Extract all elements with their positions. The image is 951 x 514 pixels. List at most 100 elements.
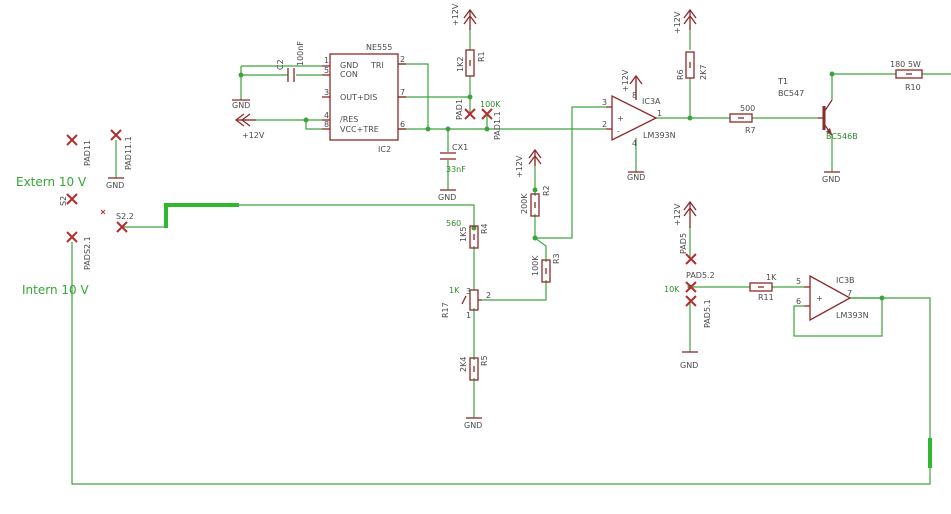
pad1-value: 100K <box>480 100 501 109</box>
ne555-pin-con: CON <box>340 70 358 79</box>
ic3a-pin4: 4 <box>632 139 637 148</box>
ic3a-type: LM393N <box>643 131 676 140</box>
r11-value: 1K <box>766 273 777 282</box>
ne555-pin-outdis: OUT+DIS <box>340 93 377 102</box>
ne555-pin-res: /RES <box>340 115 358 124</box>
ne555-num-8: 8 <box>324 120 329 129</box>
supply-label-left: +12V <box>242 131 265 140</box>
cx1-value: 33nF <box>446 165 466 174</box>
r6-value: 2K7 <box>699 65 708 80</box>
pad1-mark <box>464 108 493 120</box>
junction-dots <box>238 71 885 301</box>
ne555-pin-vcc: VCC+TRE <box>340 125 379 134</box>
ic3a-plus: + <box>617 114 624 123</box>
wires <box>71 28 951 485</box>
ic3a-minus: - <box>617 127 620 136</box>
r17-value: 1K <box>449 286 460 295</box>
resistor-r1 <box>465 49 475 77</box>
ne555-num-5: 5 <box>324 66 329 75</box>
capacitor-cx1 <box>440 152 456 160</box>
ground-label-c2: GND <box>232 101 250 110</box>
r17-ref: R17 <box>441 302 450 318</box>
supply-label-r2: +12V <box>515 155 524 178</box>
r4-value: 1K5 <box>459 227 468 242</box>
pad5-value: 10K <box>664 285 680 294</box>
resistor-r2 <box>530 193 540 217</box>
pad111-label: PAD11.1 <box>124 136 133 170</box>
ground-label-cx1: GND <box>438 193 456 202</box>
ground-label-ic3a: GND <box>627 173 645 182</box>
supply-arrow-r2 <box>528 148 542 166</box>
r17-pin3: 3 <box>466 287 471 296</box>
resistor-r10 <box>895 69 923 79</box>
transistor-t1 <box>818 99 833 136</box>
pad5-marks <box>685 253 697 307</box>
s2-label: S2 <box>59 196 68 206</box>
capacitor-c2 <box>287 68 295 82</box>
r5-ref: R5 <box>480 355 489 366</box>
ic3a-pin8: 8 <box>632 91 637 100</box>
r17-pin1: 1 <box>466 311 471 320</box>
resistor-r7 <box>729 113 753 123</box>
c2-ref: C2 <box>276 59 285 70</box>
switch-bus-line <box>164 203 239 228</box>
ground-label-r5: GND <box>464 421 482 430</box>
r10-ref: R10 <box>905 83 921 92</box>
pads21-label: PADS2.1 <box>83 236 92 270</box>
ne555-ref: IC2 <box>378 145 391 154</box>
left-pad-marks <box>66 129 128 243</box>
ne555-pin-tri: TRI <box>370 61 384 70</box>
ground-label-pad11: GND <box>106 181 124 190</box>
ground-symbols <box>108 99 840 419</box>
resistor-r6 <box>685 51 695 79</box>
supply-arrow-pad5 <box>683 200 697 228</box>
ne555-pin-gnd: GND <box>340 61 358 70</box>
ic-ne555 <box>322 53 406 141</box>
resistor-r11 <box>749 282 773 292</box>
intern-label: Intern 10 V <box>22 283 89 297</box>
r2-ref: R2 <box>542 185 551 196</box>
extern-label: Extern 10 V <box>16 175 87 189</box>
r7-ref: R7 <box>745 126 756 135</box>
r11-ref: R11 <box>758 293 774 302</box>
r4-ref: R4 <box>480 223 489 234</box>
r2-value: 200K <box>520 193 529 214</box>
ne555-type: NE555 <box>366 43 392 52</box>
ic3b-pin5: 5 <box>796 277 801 286</box>
r5-value: 2K4 <box>459 357 468 372</box>
ic3a-ref: IC3A <box>642 97 661 106</box>
potentiometer-r17 <box>461 289 482 311</box>
supply-arrow-r6 <box>683 8 697 30</box>
t1-type: BC547 <box>778 89 804 98</box>
r3-ref: R3 <box>552 253 561 264</box>
supply-label-r1: +12V <box>451 3 460 26</box>
comparator-ic3b <box>804 274 852 322</box>
ic3b-plus: + <box>816 294 823 303</box>
r6-ref: R6 <box>676 69 685 80</box>
ic3b-pin7: 7 <box>847 289 852 298</box>
r3-value: 100K <box>531 255 540 276</box>
r4-alt: 560 <box>446 219 461 228</box>
r7-value: 500 <box>740 104 755 113</box>
ic3b-ref: IC3B <box>836 276 855 285</box>
r1-value: 1K2 <box>456 57 465 72</box>
t1-alt: BC546B <box>826 132 858 141</box>
ic3a-pin3: 3 <box>602 98 607 107</box>
ne555-num-3: 3 <box>324 88 329 97</box>
supply-arrow-r1 <box>463 8 477 30</box>
ne555-num-2: 2 <box>400 55 405 64</box>
pad11-label: PAD11 <box>83 140 92 166</box>
t1-ref: T1 <box>777 77 788 86</box>
s22-label: S2.2 <box>116 212 134 221</box>
pad1-label: PAD1 <box>455 99 464 120</box>
resistor-r3 <box>541 259 551 283</box>
ne555-num-7: 7 <box>400 88 405 97</box>
ne555-num-6: 6 <box>400 120 405 129</box>
supply-arrow-ic3a <box>629 74 643 100</box>
pad51-label: PAD5.1 <box>703 299 712 328</box>
r10-value: 180 5W <box>890 60 921 69</box>
pad11b-label: PAD1.1 <box>493 111 502 140</box>
ic3a-pin2: 2 <box>602 120 607 129</box>
